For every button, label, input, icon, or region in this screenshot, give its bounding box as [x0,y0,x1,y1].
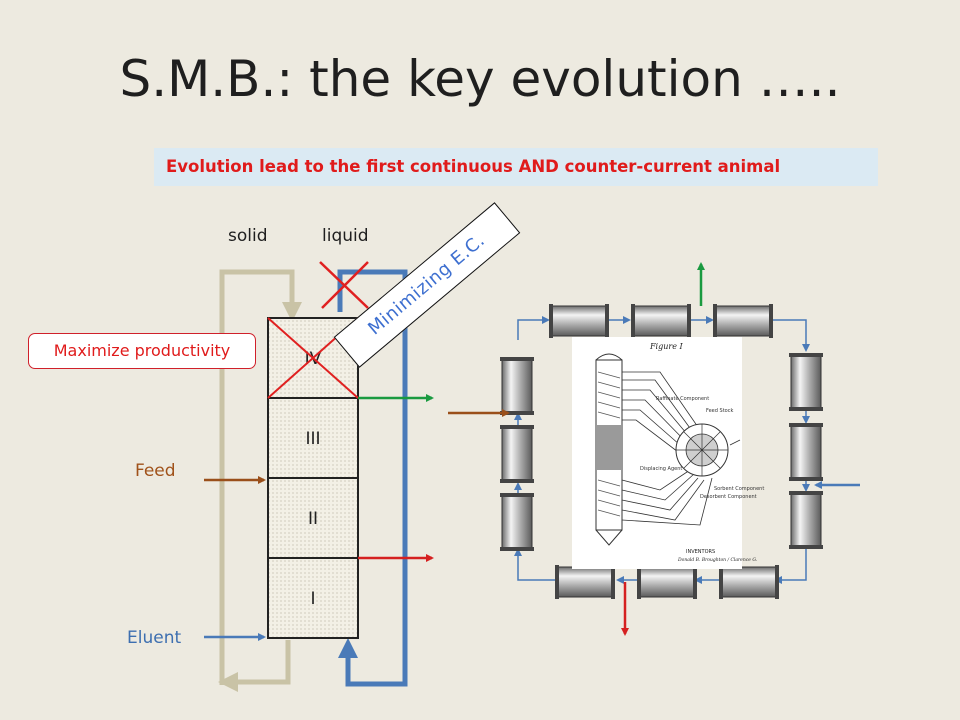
eluent-label: Eluent [127,628,182,648]
smb-ring [448,262,860,636]
patent-figure-caption: Figure I [649,342,683,351]
smb-column: IV III II I [267,317,359,639]
ring-column [500,357,534,415]
ring-column [789,491,823,549]
ring-column [549,304,609,338]
banner-text: Evolution lead to the first continuous A… [166,157,781,176]
maximize-productivity-text: Maximize productivity [53,341,231,360]
ring-column [789,423,823,481]
patent-label-feedstock: Feed Stock [706,408,733,414]
zone-i-label: I [310,589,315,609]
recycle-cross [319,261,369,309]
zone-ii-label: II [308,509,318,529]
slide-title: S.M.B.: the key evolution ….. [119,50,841,108]
patent-label-sorbent: Sorbent Component [714,486,764,492]
ring-column [500,493,534,551]
liquid-recycle-loop [337,269,408,687]
ring-column [631,304,691,338]
ring-column [500,425,534,483]
patent-inventors: INVENTORS [686,549,715,555]
ring-column [719,565,779,599]
liquid-label: liquid [322,226,369,246]
patent-label-displacing: Displacing Agent [640,466,682,472]
maximize-productivity-callout: Maximize productivity [28,333,256,369]
patent-label-desorbent: Desorbent Component [700,494,757,500]
patent-label-raffinate: Raffinate Component [656,396,709,402]
zone-iii-label: III [305,429,320,449]
patent-names: Donald B. Broughton / Clarence G. [677,557,758,563]
ring-column [555,565,615,599]
solid-label: solid [228,226,268,246]
banner: Evolution lead to the first continuous A… [154,148,878,186]
feed-label: Feed [135,461,176,481]
patent-figure: Figure I Raffinate Comp [572,337,764,569]
ring-column [637,565,697,599]
ring-column [713,304,773,338]
solid-recycle-loop [218,269,302,692]
ring-column [789,353,823,411]
